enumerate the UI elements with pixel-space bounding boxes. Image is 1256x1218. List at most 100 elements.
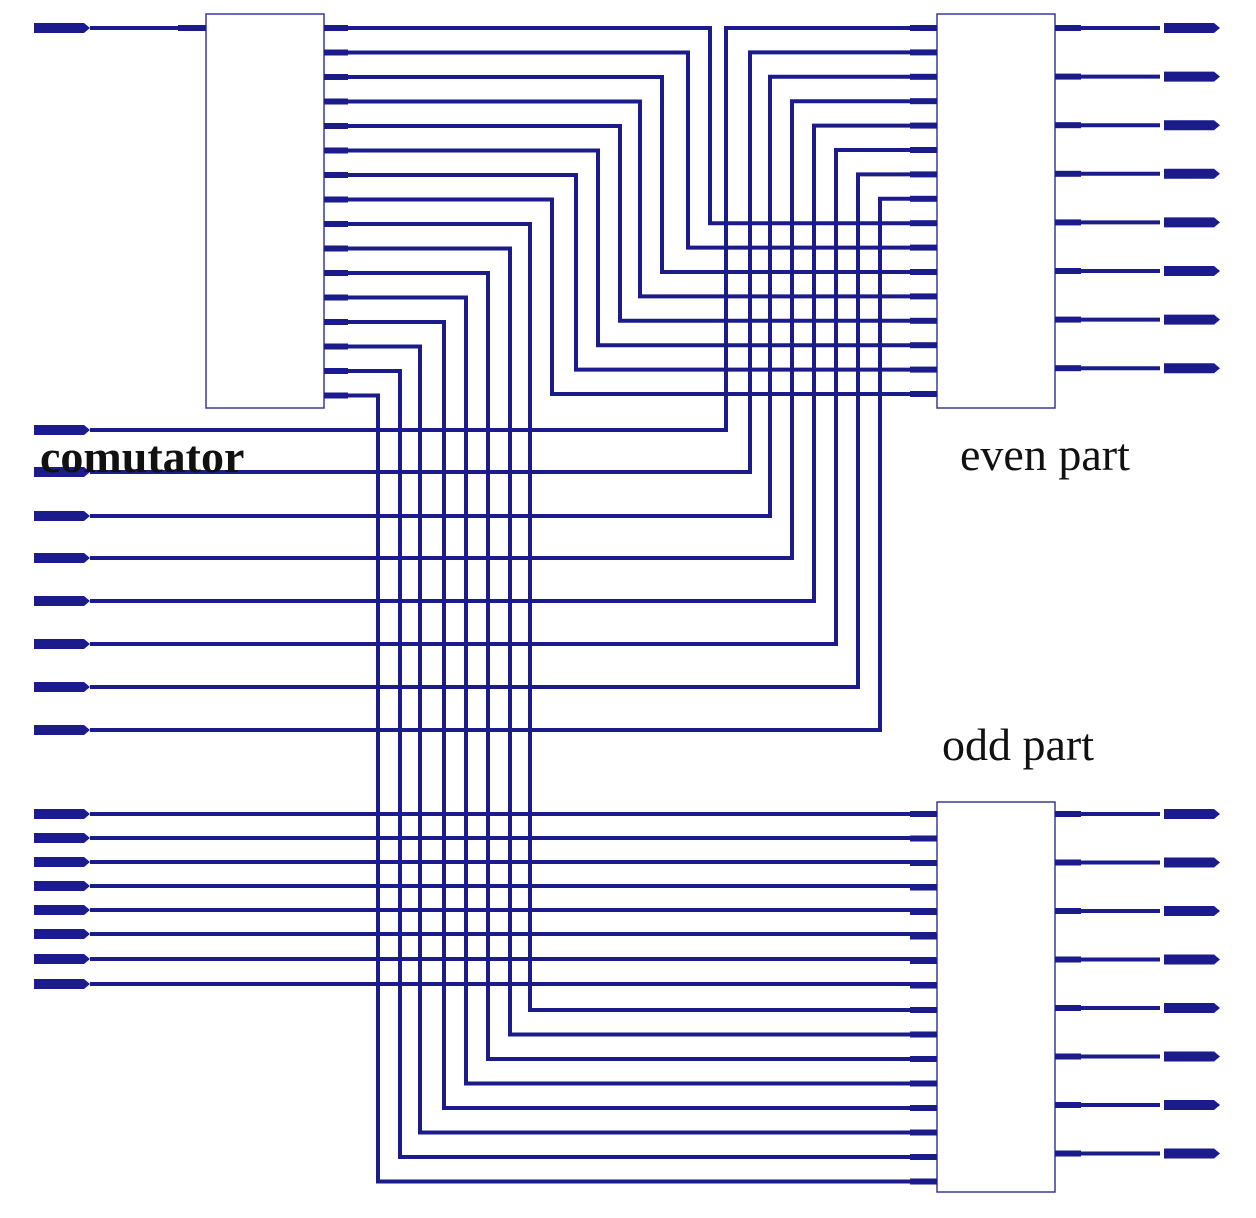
even-output-stub	[1055, 365, 1081, 372]
even-output-port	[1164, 266, 1220, 276]
odd-output-stub	[1055, 859, 1081, 866]
even-source-port	[34, 553, 90, 563]
odd-output-port	[1164, 857, 1220, 868]
even-input-stub	[910, 25, 937, 31]
source-to-even-wire	[90, 196, 937, 732]
source-to-even-wire	[90, 148, 937, 646]
even-part-label: even part	[960, 429, 1130, 480]
commutator-output-stub	[324, 196, 348, 203]
odd-source-port	[34, 929, 90, 939]
input-port	[34, 23, 90, 33]
even-input-stub	[910, 342, 937, 349]
odd-output-port	[1164, 1003, 1220, 1013]
commutator-output-stub	[324, 368, 348, 374]
even-output-port	[1164, 168, 1220, 179]
odd-output-stub	[1055, 908, 1081, 914]
even-output-stub	[1055, 73, 1081, 80]
odd-source-port	[34, 809, 90, 819]
even-source-port	[34, 425, 90, 435]
odd-input-stub	[910, 811, 937, 817]
even-input-stub	[910, 147, 937, 153]
source-to-even-wire	[90, 99, 937, 560]
commutator-output-stub	[324, 221, 348, 227]
commutator-to-even-wire	[324, 197, 937, 396]
commutator-to-odd-wire	[324, 246, 937, 1037]
even-input-stub	[910, 244, 937, 251]
source-to-even-wire	[90, 123, 937, 603]
wire-layer	[90, 26, 1160, 1184]
odd-input-stub	[910, 835, 937, 842]
commutator-to-even-wire	[324, 124, 937, 323]
source-to-even-wire	[90, 26, 937, 432]
even-source-port	[34, 639, 90, 649]
odd-source-port	[34, 857, 90, 867]
commutator-output-stub	[324, 294, 348, 301]
odd-input-stub	[910, 1105, 937, 1111]
even-input-stub	[910, 73, 937, 80]
even-input-stub	[910, 49, 937, 56]
odd-input-stub	[910, 1056, 937, 1062]
source-to-even-wire	[90, 50, 937, 474]
commutator-output-stub	[324, 319, 348, 325]
even-input-stub	[910, 171, 937, 178]
commutator-label: comutator	[40, 431, 244, 482]
odd-output-port	[1164, 906, 1220, 916]
source-to-even-wire	[90, 74, 937, 518]
odd-part-block	[936, 801, 1056, 1193]
commutator-to-odd-wire	[324, 393, 937, 1184]
even-output-port	[1164, 120, 1220, 131]
even-input-stub	[910, 220, 937, 227]
odd-input-stub	[910, 1080, 937, 1087]
commutator-to-even-wire	[324, 148, 937, 348]
odd-output-stub	[1055, 811, 1081, 817]
block-layer	[205, 13, 1056, 1193]
even-output-port	[1164, 23, 1220, 33]
odd-input-stub	[910, 1129, 937, 1136]
even-input-stub	[910, 122, 937, 129]
commutator-to-even-wire	[324, 99, 937, 299]
odd-output-port	[1164, 1051, 1220, 1062]
even-input-stub	[910, 269, 937, 275]
commutator-output-stub	[324, 123, 348, 129]
source-to-even-wire	[90, 172, 937, 689]
commutator-output-stub	[324, 98, 348, 105]
commutator-output-stub	[324, 392, 348, 399]
commutator-output-stub	[324, 74, 348, 80]
odd-input-stub	[910, 1031, 937, 1038]
commutator-output-stub	[324, 172, 348, 178]
even-source-port	[34, 725, 90, 735]
odd-input-stub	[910, 884, 937, 891]
even-input-stub	[910, 366, 937, 373]
odd-output-stub	[1055, 956, 1081, 963]
odd-output-port	[1164, 809, 1220, 819]
odd-source-port	[34, 905, 90, 915]
even-input-stub	[910, 391, 937, 397]
commutator-to-even-wire	[324, 26, 937, 226]
commutator-to-even-wire	[324, 173, 937, 372]
even-output-port	[1164, 71, 1220, 82]
odd-output-stub	[1055, 1053, 1081, 1060]
even-output-stub	[1055, 122, 1081, 129]
odd-output-port	[1164, 954, 1220, 965]
commutator-input-stub	[178, 25, 206, 31]
even-output-stub	[1055, 219, 1081, 226]
odd-input-stub	[910, 909, 937, 915]
commutator-output-stub	[324, 343, 348, 350]
commutator-output-stub	[324, 49, 348, 56]
odd-source-port	[34, 833, 90, 843]
even-part-block	[936, 13, 1056, 409]
even-output-port	[1164, 363, 1220, 374]
odd-input-stub	[910, 1154, 937, 1160]
even-input-stub	[910, 293, 937, 300]
even-output-port	[1164, 314, 1220, 325]
commutator-to-odd-wire	[324, 295, 937, 1086]
even-source-port	[34, 511, 90, 521]
commutator-to-odd-wire	[324, 344, 937, 1135]
even-output-stub	[1055, 268, 1081, 274]
odd-part-label: odd part	[942, 719, 1094, 770]
even-output-port	[1164, 217, 1220, 228]
commutator-output-stub	[324, 25, 348, 31]
even-input-stub	[910, 317, 937, 324]
odd-output-stub	[1055, 1102, 1081, 1108]
